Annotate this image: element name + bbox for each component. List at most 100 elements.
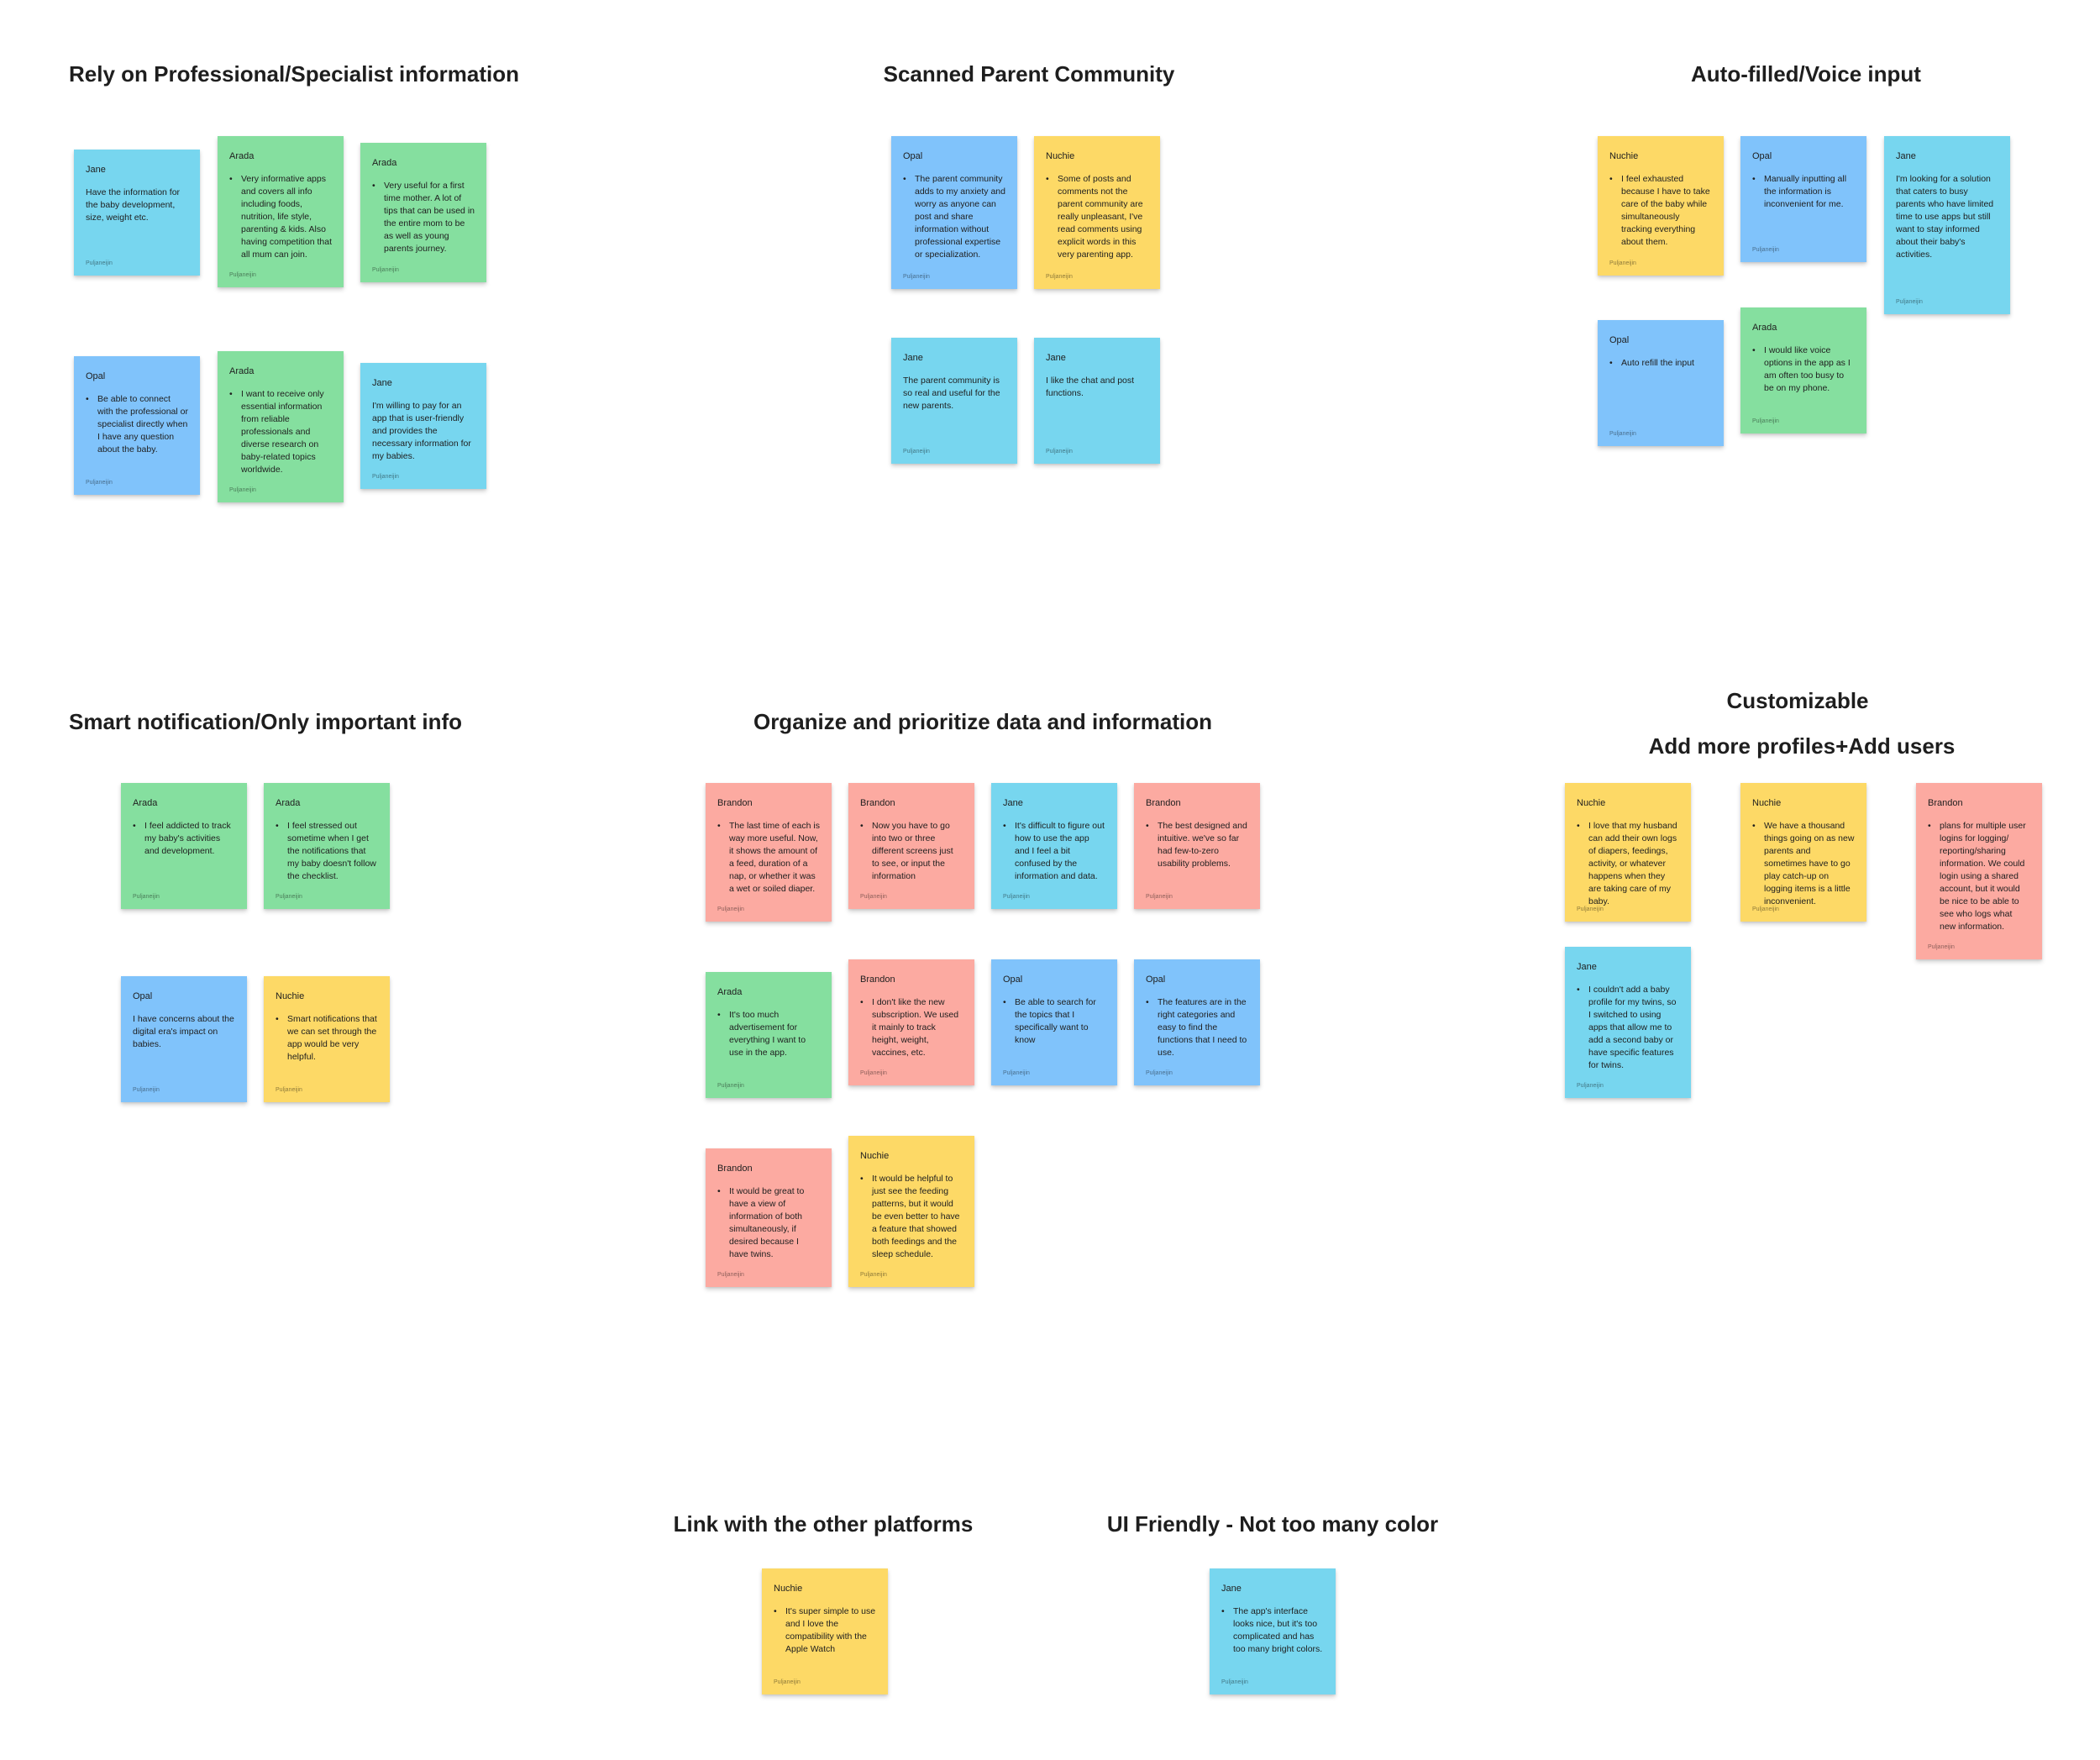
sticky-note-footer: Puljaneijin xyxy=(229,487,256,493)
sticky-note-author: Jane xyxy=(372,378,392,388)
sticky-note[interactable]: AradaI feel stressed out sometime when I… xyxy=(264,783,390,909)
sticky-note[interactable]: NuchieSmart notifications that we can se… xyxy=(264,976,390,1102)
sticky-note[interactable]: Nuchie I feel exhausted because I have to… xyxy=(1598,136,1724,276)
sticky-note-text: We have a thousand things going on as ne… xyxy=(1752,820,1855,908)
section-title-smart: Smart notification/Only important info xyxy=(69,709,462,734)
sticky-note-author: Nuchie xyxy=(1609,151,1639,161)
sticky-note-author: Opal xyxy=(903,151,923,161)
sticky-note-text: I feel exhausted because I have to take … xyxy=(1609,173,1712,249)
sticky-note[interactable]: AradaVery useful for a first time mother… xyxy=(360,143,486,282)
sticky-note[interactable]: AradaI feel addicted to track my baby's … xyxy=(121,783,247,909)
sticky-note-author: Brandon xyxy=(860,975,895,985)
sticky-note-author: Nuchie xyxy=(774,1584,803,1594)
sticky-note[interactable]: JaneIt's difficult to figure out how to … xyxy=(991,783,1117,909)
sticky-note-author: Jane xyxy=(86,165,106,175)
sticky-note-author: Brandon xyxy=(717,798,753,808)
sticky-note-text: Auto refill the input xyxy=(1609,357,1712,370)
sticky-note[interactable]: NuchieSome of posts and comments not the… xyxy=(1034,136,1160,289)
sticky-note[interactable]: Brandon plans for multiple user logins fo… xyxy=(1916,783,2042,959)
sticky-note-text: plans for multiple user logins for loggi… xyxy=(1928,820,2030,933)
sticky-note-author: Jane xyxy=(1577,962,1597,972)
sticky-note-footer: Puljaneijin xyxy=(1146,894,1173,900)
sticky-note-footer: Puljaneijin xyxy=(1046,274,1073,280)
section-subtitle-customizable: Add more profiles+Add users xyxy=(1648,733,1956,759)
sticky-note-footer: Puljaneijin xyxy=(903,449,930,454)
sticky-note-author: Brandon xyxy=(1928,798,1963,808)
sticky-note[interactable]: AradaI would like voice options in the a… xyxy=(1740,307,1866,433)
sticky-note-footer: Puljaneijin xyxy=(1577,906,1604,912)
sticky-note-footer: Puljaneijin xyxy=(860,1070,887,1076)
sticky-note-text: It would be great to have a view of info… xyxy=(717,1185,820,1261)
sticky-note-author: Nuchie xyxy=(1752,798,1782,808)
sticky-note-footer: Puljaneijin xyxy=(133,894,160,900)
sticky-note-footer: Puljaneijin xyxy=(1752,906,1779,912)
sticky-note-text: I don't like the new subscription. We us… xyxy=(860,996,963,1059)
sticky-note[interactable]: NuchieI love that my husband can add the… xyxy=(1565,783,1691,922)
sticky-note[interactable]: Jane I couldn't add a baby profile for my… xyxy=(1565,947,1691,1098)
sticky-note-text: The last time of each is way more useful… xyxy=(717,820,820,896)
sticky-note-footer: Puljaneijin xyxy=(1752,247,1779,253)
sticky-note-text: It's super simple to use and I love the … xyxy=(774,1605,876,1656)
sticky-note-footer: Puljaneijin xyxy=(372,474,399,480)
sticky-note[interactable]: BrandonIt would be great to have a view … xyxy=(706,1148,832,1287)
sticky-note[interactable]: AradaI want to receive only essential in… xyxy=(218,351,344,502)
sticky-note-footer: Puljaneijin xyxy=(903,274,930,280)
sticky-note[interactable]: Nuchie We have a thousand things going on… xyxy=(1740,783,1866,922)
sticky-note[interactable]: BrandonThe best designed and intuitive. … xyxy=(1134,783,1260,909)
sticky-note-footer: Puljaneijin xyxy=(860,1272,887,1278)
sticky-note-author: Arada xyxy=(372,158,397,168)
sticky-note-text: The best designed and intuitive. we've s… xyxy=(1146,820,1248,870)
section-title-link: Link with the other platforms xyxy=(673,1511,974,1537)
sticky-note[interactable]: NuchieIt would be helpful to just see th… xyxy=(848,1136,974,1287)
sticky-note-text: The app's interface looks nice, but it's… xyxy=(1221,1605,1324,1656)
section-title-professional: Rely on Professional/Specialist informat… xyxy=(69,61,520,87)
sticky-note[interactable]: OpalBe able to search for the topics tha… xyxy=(991,959,1117,1085)
sticky-note[interactable]: OpalThe features are in the right catego… xyxy=(1134,959,1260,1085)
sticky-note-footer: Puljaneijin xyxy=(1609,260,1636,266)
sticky-note[interactable]: BrandonThe last time of each is way more… xyxy=(706,783,832,922)
section-title-uifriendly: UI Friendly - Not too many color xyxy=(1106,1511,1439,1537)
sticky-note-footer: Puljaneijin xyxy=(1609,431,1636,437)
sticky-note-text: It's difficult to figure out how to use … xyxy=(1003,820,1105,883)
sticky-note-text: I couldn't add a baby profile for my twi… xyxy=(1577,984,1679,1072)
sticky-note-author: Nuchie xyxy=(860,1151,890,1161)
sticky-note-text: Be able to search for the topics that I … xyxy=(1003,996,1105,1047)
sticky-note[interactable]: NuchieIt's super simple to use and I lov… xyxy=(762,1568,888,1694)
sticky-note[interactable]: AradaVery informative apps and covers al… xyxy=(218,136,344,287)
sticky-note-text: I'm looking for a solution that caters t… xyxy=(1896,174,1994,260)
sticky-note-author: Brandon xyxy=(1146,798,1181,808)
sticky-note-author: Arada xyxy=(133,798,158,808)
sticky-note-author: Jane xyxy=(1221,1584,1242,1594)
sticky-note-footer: Puljaneijin xyxy=(1003,1070,1030,1076)
sticky-note-author: Arada xyxy=(229,151,255,161)
sticky-note[interactable]: AradaIt's too much advertisement for eve… xyxy=(706,972,832,1098)
sticky-note-text: The parent community adds to my anxiety … xyxy=(903,173,1005,261)
sticky-note[interactable]: OpalBe able to connect with the professi… xyxy=(74,356,200,495)
sticky-note[interactable]: OpalManually inputting all the informati… xyxy=(1740,136,1866,262)
sticky-note-footer: Puljaneijin xyxy=(86,480,113,486)
sticky-note-text: I feel stressed out sometime when I get … xyxy=(276,820,378,883)
sticky-note-footer: Puljaneijin xyxy=(1046,449,1073,454)
sticky-note-footer: Puljaneijin xyxy=(276,1087,302,1093)
sticky-note-footer: Puljaneijin xyxy=(1896,299,1923,305)
sticky-note[interactable]: BrandonNow you have to go into two or th… xyxy=(848,783,974,909)
sticky-note-footer: Puljaneijin xyxy=(717,1083,744,1089)
sticky-note-text: Have the information for the baby develo… xyxy=(86,187,181,223)
sticky-note-text: Smart notifications that we can set thro… xyxy=(276,1013,378,1064)
sticky-note[interactable]: OpalThe parent community adds to my anxi… xyxy=(891,136,1017,289)
sticky-note-author: Arada xyxy=(717,987,743,997)
sticky-note-footer: Puljaneijin xyxy=(229,272,256,278)
sticky-note-text: I want to receive only essential informa… xyxy=(229,388,332,476)
sticky-note-footer: Puljaneijin xyxy=(1577,1083,1604,1089)
sticky-note-footer: Puljaneijin xyxy=(86,260,113,266)
sticky-note[interactable]: Brandon I don't like the new subscription… xyxy=(848,959,974,1085)
